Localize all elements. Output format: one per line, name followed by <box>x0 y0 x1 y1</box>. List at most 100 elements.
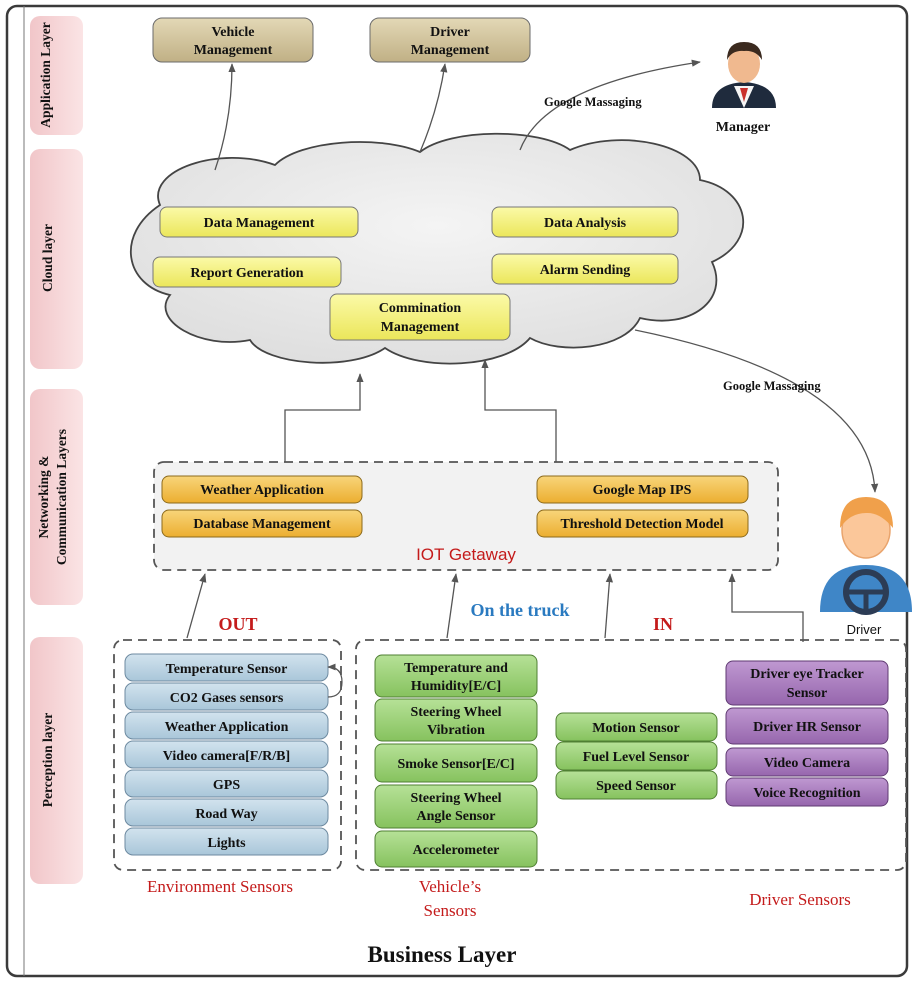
google-map-ips-box: Google Map IPS <box>536 475 749 504</box>
environment-sensor-box: Weather Application <box>124 711 329 740</box>
steering-wheel-vibration-line1: Steering Wheel <box>410 705 501 720</box>
layer-label-perception: Perception layer <box>40 713 55 808</box>
arrow-cloud-to-driver <box>634 329 879 493</box>
fuel-level-sensor-box: Fuel Level Sensor <box>555 741 718 771</box>
arrow-cloud-to-driver-management <box>419 63 448 153</box>
commination-management-line2: Management <box>381 320 460 335</box>
environment-sensor-label: CO2 Gases sensors <box>170 691 284 706</box>
data-analysis-box: Data Analysis <box>491 206 679 238</box>
driver-eye-tracker-line2: Sensor <box>787 686 827 701</box>
database-management-label: Database Management <box>193 517 331 532</box>
data-analysis-label: Data Analysis <box>544 216 627 231</box>
environment-sensor-label: GPS <box>213 778 240 793</box>
layer-label-application: Application Layer <box>38 22 53 127</box>
speed-sensor-label: Speed Sensor <box>596 779 676 794</box>
steering-wheel-vibration-line2: Vibration <box>427 723 485 738</box>
environment-sensor-box: Temperature Sensor <box>124 653 329 682</box>
environment-sensor-label: Weather Application <box>165 720 289 735</box>
co2-loop-connector <box>327 663 343 698</box>
environment-sensor-box: GPS <box>124 769 329 798</box>
environment-sensor-box: Road Way <box>124 798 329 827</box>
steering-wheel-angle-box: Steering Wheel Angle Sensor <box>374 784 538 829</box>
weather-application-gateway-box: Weather Application <box>161 475 363 504</box>
layer-label-networking-1: Networking & <box>36 456 51 539</box>
environment-sensor-label: Road Way <box>195 807 257 822</box>
in-label: IN <box>653 614 673 634</box>
alarm-sending-label: Alarm Sending <box>540 263 631 278</box>
driver-sensors-caption: Driver Sensors <box>749 890 851 909</box>
accelerometer-label: Accelerometer <box>413 843 500 858</box>
environment-sensor-label: Lights <box>207 836 246 851</box>
on-the-truck-label: On the truck <box>471 600 570 620</box>
google-messaging-manager-label: Google Massaging <box>544 95 642 109</box>
environment-sensor-label: Video camera[F/R/B] <box>163 749 290 764</box>
manager-icon <box>712 42 776 108</box>
temperature-humidity-box: Temperature and Humidity[E/C] <box>374 654 538 698</box>
fuel-level-sensor-label: Fuel Level Sensor <box>583 750 690 765</box>
smoke-sensor-box: Smoke Sensor[E/C] <box>374 743 538 783</box>
layer-tab-application: Application Layer <box>30 16 83 135</box>
iot-gateway-label: IOT Getaway <box>416 545 516 564</box>
report-generation-box: Report Generation <box>152 256 342 288</box>
environment-sensors-caption: Environment Sensors <box>147 877 293 896</box>
driver-hr-sensor-label: Driver HR Sensor <box>753 720 861 735</box>
environment-sensor-box: Video camera[F/R/B] <box>124 740 329 769</box>
arrow-in-to-gateway <box>604 573 613 639</box>
steering-wheel-angle-line1: Steering Wheel <box>410 791 501 806</box>
data-management-label: Data Management <box>204 216 315 231</box>
layer-tab-networking: Networking & Communication Layers <box>30 389 83 605</box>
commination-management-line1: Commination <box>379 301 462 316</box>
threshold-detection-box: Threshold Detection Model <box>536 509 749 538</box>
driver-eye-tracker-line1: Driver eye Tracker <box>750 667 864 682</box>
arrow-environment-to-gateway <box>186 573 207 639</box>
arrow-vehicle-to-gateway <box>446 573 459 639</box>
steering-wheel-angle-line2: Angle Sensor <box>417 809 496 824</box>
video-camera-label: Video Camera <box>764 756 850 771</box>
cloud-shape <box>129 132 745 365</box>
database-management-box: Database Management <box>161 509 363 538</box>
motion-sensor-box: Motion Sensor <box>555 712 718 742</box>
on-truck-sensors-container <box>355 639 907 871</box>
threshold-detection-label: Threshold Detection Model <box>560 517 723 532</box>
report-generation-label: Report Generation <box>190 266 303 281</box>
arrow-cloud-to-manager <box>519 59 701 151</box>
weather-application-gateway-label: Weather Application <box>200 483 324 498</box>
out-label: OUT <box>218 614 257 634</box>
steering-wheel-vibration-box: Steering Wheel Vibration <box>374 698 538 742</box>
driver-label: Driver <box>847 622 882 637</box>
environment-sensor-label: Temperature Sensor <box>166 662 288 677</box>
voice-recognition-box: Voice Recognition <box>725 777 889 807</box>
vehicle-sensors-caption-line2: Sensors <box>424 901 477 920</box>
layer-label-networking-2: Communication Layers <box>54 429 69 565</box>
google-map-ips-label: Google Map IPS <box>593 483 692 498</box>
vehicle-management-line2: Management <box>194 43 273 58</box>
arrow-gateway-left-to-cloud <box>284 373 364 462</box>
vehicle-management-line1: Vehicle <box>211 25 254 40</box>
manager-label: Manager <box>716 120 770 135</box>
driver-hr-sensor-box: Driver HR Sensor <box>725 707 889 745</box>
vehicle-management-box: Vehicle Management <box>152 17 314 63</box>
accelerometer-box: Accelerometer <box>374 830 538 868</box>
smoke-sensor-label: Smoke Sensor[E/C] <box>397 757 514 772</box>
layer-label-cloud: Cloud layer <box>40 224 55 292</box>
driver-management-line2: Management <box>411 43 490 58</box>
voice-recognition-label: Voice Recognition <box>753 786 860 801</box>
data-management-box: Data Management <box>159 206 359 238</box>
motion-sensor-label: Motion Sensor <box>592 721 680 736</box>
arrow-cloud-to-vehicle-management <box>214 63 236 171</box>
google-messaging-driver-label: Google Massaging <box>723 379 821 393</box>
environment-sensor-box: Lights <box>124 827 329 856</box>
speed-sensor-box: Speed Sensor <box>555 770 718 800</box>
driver-eye-tracker-box: Driver eye Tracker Sensor <box>725 660 889 706</box>
driver-management-line1: Driver <box>430 25 470 40</box>
alarm-sending-box: Alarm Sending <box>491 253 679 285</box>
layer-tab-cloud: Cloud layer <box>30 149 83 369</box>
driver-icon <box>820 497 912 615</box>
vehicle-sensors-caption-line1: Vehicle’s <box>419 877 481 896</box>
video-camera-box: Video Camera <box>725 747 889 777</box>
arrow-gateway-right-to-cloud <box>481 359 557 462</box>
arrow-driver-to-gateway <box>728 573 804 642</box>
business-layer-label: Business Layer <box>368 942 517 967</box>
